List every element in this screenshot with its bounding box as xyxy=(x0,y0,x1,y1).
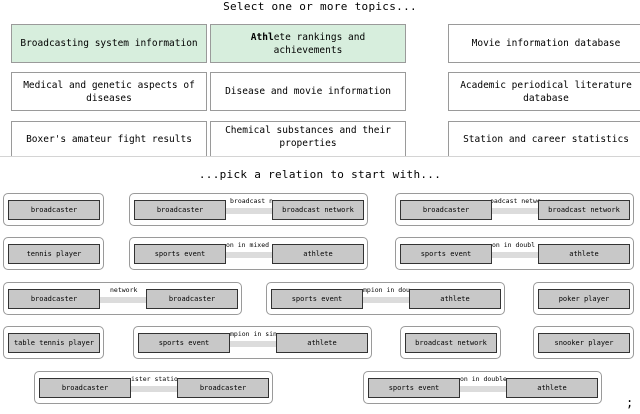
relation-node: sports event xyxy=(138,333,230,353)
relation-card[interactable]: broadcast network xyxy=(400,326,501,359)
topic-boxer-amateur-fight-results[interactable]: Boxer's amateur fight results xyxy=(11,121,207,157)
topic-label: Disease and movie information xyxy=(225,86,391,97)
relation-node: sports event xyxy=(271,289,363,309)
section-divider xyxy=(0,156,640,157)
relation-edge-label: on in doubl xyxy=(492,241,536,249)
relation-edge xyxy=(131,386,177,392)
relation-card[interactable]: snooker player xyxy=(533,326,634,359)
relation-edge xyxy=(363,297,409,303)
relation-node: tennis player xyxy=(8,244,100,264)
relation-card[interactable]: broadcast n broadcaster broadcast networ… xyxy=(129,193,368,226)
topic-label: Boxer's amateur fight results xyxy=(26,133,192,145)
relation-card[interactable]: on in double sports event athlete xyxy=(363,371,602,404)
topic-chemical-substances[interactable]: Chemical substances and their properties xyxy=(210,121,406,157)
relation-node: broadcaster xyxy=(134,200,226,220)
relation-card[interactable]: on in mixed sports event athlete xyxy=(129,237,368,270)
relation-node: athlete xyxy=(276,333,368,353)
topic-academic-periodical-literature[interactable]: Academic periodical literature database xyxy=(448,72,640,111)
relation-node: snooker player xyxy=(538,333,630,353)
relation-node: broadcast network xyxy=(538,200,630,220)
relations-heading: ...pick a relation to start with... xyxy=(198,168,442,181)
topic-label: Chemical substances and their properties xyxy=(225,125,391,149)
relation-node: broadcast network xyxy=(272,200,364,220)
relation-node: sports event xyxy=(368,378,460,398)
relation-node: athlete xyxy=(272,244,364,264)
topic-label: Broadcasting system information xyxy=(20,38,198,49)
relation-card[interactable]: poker player xyxy=(533,282,634,315)
relation-card[interactable]: tennis player xyxy=(3,237,104,270)
topic-athlete-rankings[interactable]: Athlete rankings and achievements xyxy=(210,24,406,63)
relation-node: broadcaster xyxy=(177,378,269,398)
relation-card[interactable]: network broadcaster broadcaster xyxy=(3,282,242,315)
relation-node: athlete xyxy=(409,289,501,309)
relation-card[interactable]: ister statio broadcaster broadcaster xyxy=(34,371,273,404)
relation-edge xyxy=(226,208,272,214)
topic-broadcasting-system-information[interactable]: Broadcasting system information xyxy=(11,24,207,63)
relation-edge-label: mpion in dou xyxy=(363,286,410,294)
relation-node: broadcaster xyxy=(146,289,238,309)
topic-medical-genetic-diseases[interactable]: Medical and genetic aspects of diseases xyxy=(11,72,207,111)
relation-node: broadcaster xyxy=(39,378,131,398)
topic-label: Academic periodical literature database xyxy=(460,79,632,104)
relation-node: broadcast network xyxy=(405,333,497,353)
relation-edge-label: network xyxy=(110,286,138,294)
relation-edge-label: on in double xyxy=(460,375,507,383)
relation-edge-label: oadcast netwo xyxy=(490,197,541,205)
relation-edge xyxy=(492,252,538,258)
relation-node: table tennis player xyxy=(8,333,100,353)
relation-card[interactable]: table tennis player xyxy=(3,326,104,359)
relation-edge xyxy=(492,208,538,214)
trailing-mark: ; xyxy=(626,396,634,410)
topic-label: Athlete rankings and achievements xyxy=(250,31,366,56)
relation-card[interactable]: oadcast netwo broadcaster broadcast netw… xyxy=(395,193,634,226)
relation-node: broadcaster xyxy=(400,200,492,220)
relation-edge xyxy=(226,252,272,258)
relation-edge xyxy=(100,297,146,303)
relation-edge xyxy=(230,341,276,347)
relation-edge-label: on in mixed xyxy=(226,241,270,249)
relation-node: broadcaster xyxy=(8,289,100,309)
topic-label: Medical and genetic aspects of diseases xyxy=(23,79,195,104)
relation-edge-label: mpion in sin xyxy=(230,330,277,338)
topic-label-bold-prefix: Athl xyxy=(250,31,274,43)
relation-node: sports event xyxy=(400,244,492,264)
relation-node: broadcaster xyxy=(8,200,100,220)
relation-node: athlete xyxy=(538,244,630,264)
topic-disease-movie-information[interactable]: Disease and movie information xyxy=(210,72,406,111)
relation-card[interactable]: broadcaster xyxy=(3,193,104,226)
topic-movie-information-database[interactable]: Movie information database xyxy=(448,24,640,63)
relation-node: athlete xyxy=(506,378,598,398)
relation-edge-label: ister statio xyxy=(131,375,178,383)
relation-card[interactable]: mpion in dou sports event athlete xyxy=(266,282,505,315)
relation-card[interactable]: mpion in sin sports event athlete xyxy=(133,326,372,359)
relation-edge xyxy=(460,386,506,392)
topics-heading: Select one or more topics... xyxy=(223,0,417,13)
relation-node: poker player xyxy=(538,289,630,309)
relation-card[interactable]: on in doubl sports event athlete xyxy=(395,237,634,270)
topic-station-career-statistics[interactable]: Station and career statistics xyxy=(448,121,640,157)
topic-label: Station and career statistics xyxy=(463,133,629,145)
relation-edge-label: broadcast n xyxy=(230,197,274,205)
relation-node: sports event xyxy=(134,244,226,264)
topic-label: Movie information database xyxy=(471,38,621,49)
